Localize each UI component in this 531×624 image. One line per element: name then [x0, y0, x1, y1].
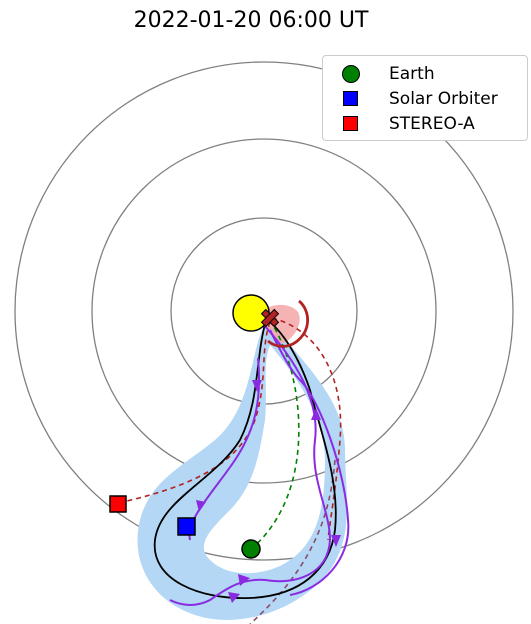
flare-cross-icon	[260, 308, 280, 328]
field-line-purple-2	[169, 324, 332, 606]
legend-label-solar-orbiter: Solar Orbiter	[389, 89, 498, 109]
cme-region	[137, 325, 347, 620]
field-line-black	[153, 319, 337, 599]
arrow-marker-6	[228, 592, 240, 603]
arrow-marker-4	[331, 535, 341, 547]
earth-connection-line	[250, 319, 300, 550]
stereo-a-connection-line	[117, 321, 271, 504]
orbit-circle-middle	[91, 138, 437, 484]
solar-orbiter-marker	[177, 517, 196, 536]
arrow-marker-1	[252, 380, 262, 392]
legend: Earth Solar Orbiter STEREO-A	[322, 55, 528, 141]
solar-orbiter-legend-icon	[343, 91, 358, 106]
field-line-arrows	[196, 380, 341, 603]
legend-label-earth: Earth	[389, 64, 435, 84]
flare-connection-line-east	[271, 317, 342, 541]
legend-item-earth: Earth	[323, 62, 527, 86]
stereo-a-legend-icon	[343, 116, 358, 131]
field-line-purple-3	[269, 329, 350, 596]
legend-label-stereo-a: STEREO-A	[389, 114, 475, 134]
arrow-marker-5	[238, 574, 250, 586]
stereo-a-marker	[109, 495, 127, 513]
legend-item-stereo-a: STEREO-A	[323, 112, 527, 136]
flare-arc	[267, 299, 310, 348]
orbit-circle-outer	[14, 61, 514, 561]
earth-marker	[241, 539, 261, 559]
arrow-marker-2	[196, 500, 206, 512]
legend-item-solar-orbiter: Solar Orbiter	[323, 87, 527, 111]
arrow-marker-3	[311, 408, 321, 420]
earth-legend-icon	[342, 65, 360, 83]
plot-title: 2022-01-20 06:00 UT	[133, 8, 369, 33]
